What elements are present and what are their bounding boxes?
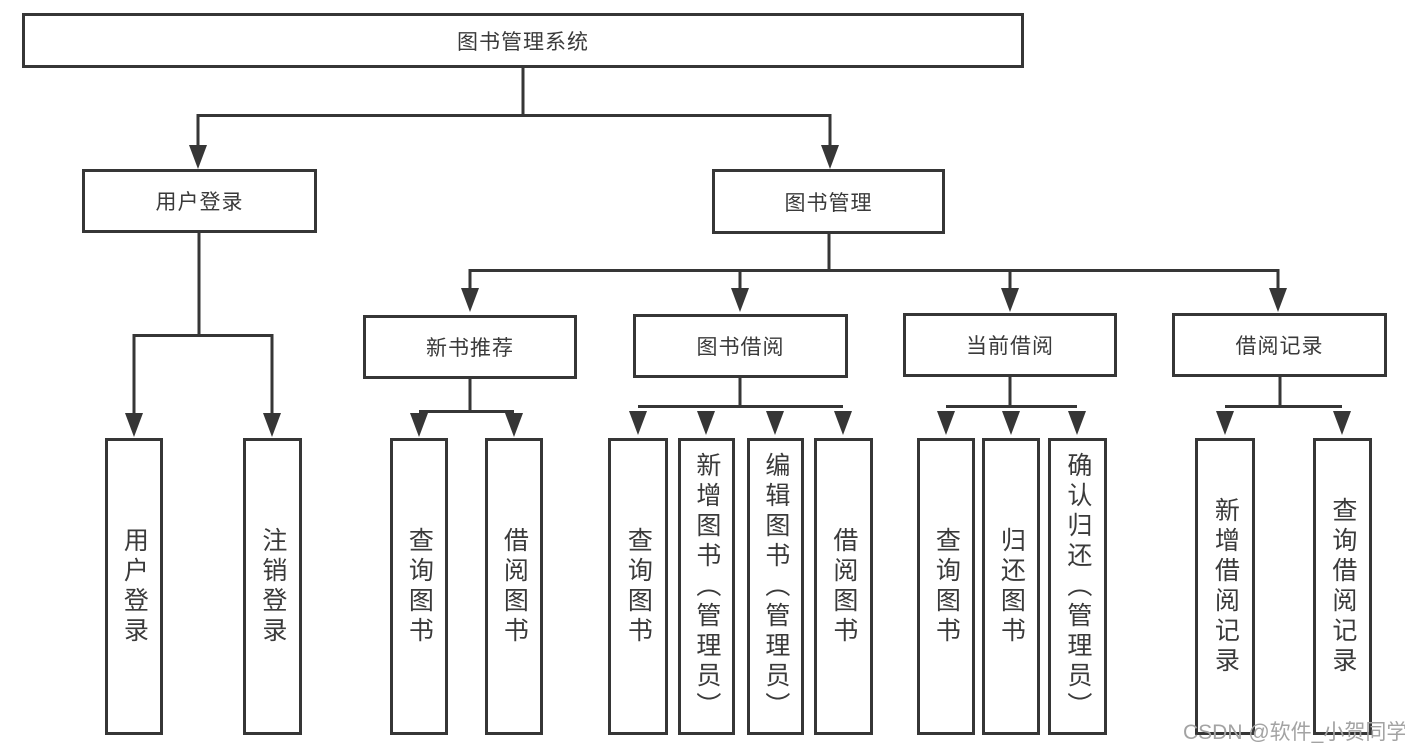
- node-label: 用户登录: [155, 191, 244, 214]
- node-query-books-borrowing: 查询图书: [608, 438, 668, 735]
- node-confirm-return-admin: 确认归还（管理员）: [1048, 438, 1107, 735]
- node-label: 查询图书: [624, 526, 653, 647]
- node-label: 编辑图书（管理员）: [761, 451, 790, 722]
- node-new-book-recommend: 新书推荐: [363, 315, 577, 379]
- node-label: 归还图书: [997, 526, 1026, 647]
- node-label: 注销登录: [258, 526, 287, 647]
- csdn-watermark: CSDN @软件_小贺同学: [1183, 721, 1405, 744]
- node-label: 借阅图书: [500, 526, 529, 647]
- node-query-books-recommend: 查询图书: [390, 438, 448, 735]
- node-current-borrowing: 当前借阅: [903, 313, 1117, 377]
- node-label: 当前借阅: [966, 335, 1054, 358]
- node-library-management-system: 图书管理系统: [22, 13, 1024, 68]
- node-user-login: 用户登录: [82, 169, 317, 233]
- node-return-books: 归还图书: [982, 438, 1040, 735]
- node-book-management: 图书管理: [712, 169, 945, 234]
- node-add-borrow-record: 新增借阅记录: [1195, 438, 1255, 735]
- node-label: 查询图书: [932, 526, 961, 647]
- node-label: 图书管理系统: [457, 30, 589, 54]
- node-logout: 注销登录: [243, 438, 302, 735]
- node-add-books-admin: 新增图书（管理员）: [678, 438, 735, 735]
- node-label: 查询图书: [405, 526, 434, 647]
- node-borrowing-records: 借阅记录: [1172, 313, 1387, 377]
- node-label: 借阅图书: [829, 526, 858, 647]
- node-label: 用户登录: [120, 526, 149, 647]
- node-label: 新书推荐: [426, 337, 514, 360]
- node-borrow-books-recommend: 借阅图书: [485, 438, 543, 735]
- node-book-borrowing: 图书借阅: [633, 314, 848, 378]
- node-user-login-leaf: 用户登录: [105, 438, 163, 735]
- node-borrow-books: 借阅图书: [814, 438, 873, 735]
- node-query-borrow-record: 查询借阅记录: [1313, 438, 1372, 735]
- node-label: 借阅记录: [1235, 335, 1324, 358]
- node-label: 新增图书（管理员）: [692, 451, 721, 722]
- node-label: 图书管理: [784, 191, 873, 215]
- node-label: 确认归还（管理员）: [1063, 451, 1092, 722]
- node-label: 图书借阅: [696, 336, 785, 359]
- node-query-books-current: 查询图书: [917, 438, 975, 735]
- node-edit-books-admin: 编辑图书（管理员）: [747, 438, 804, 735]
- node-label: 新增借阅记录: [1211, 496, 1240, 677]
- node-label: 查询借阅记录: [1328, 496, 1357, 677]
